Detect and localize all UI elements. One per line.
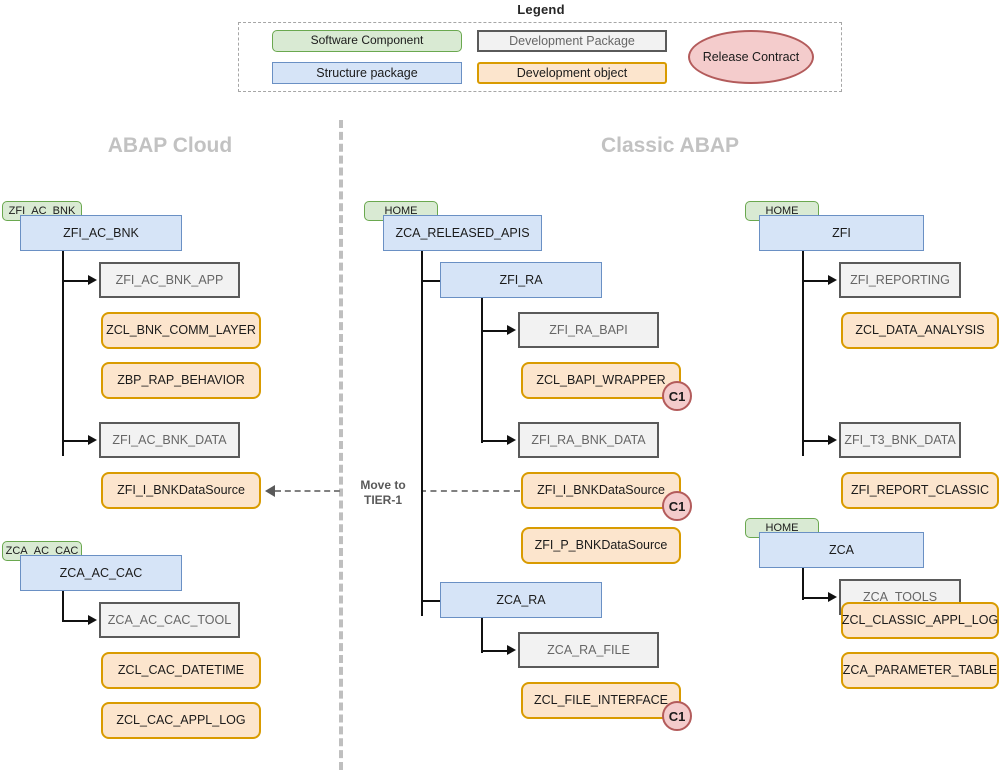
node-object-zfi-i-bnkdatasource-cloud[interactable]: ZFI_I_BNKDataSource: [101, 472, 261, 509]
connector-branch-zca-tools: [802, 597, 830, 599]
connector-branch-zca-ra: [421, 600, 449, 602]
connector-branch-zca-ra-file: [481, 650, 509, 652]
node-package-zfi-ac-bnk-data[interactable]: ZFI_AC_BNK_DATA: [99, 422, 240, 458]
connector-stem-zca: [802, 568, 804, 600]
legend-item-development-object: Development object: [477, 62, 667, 84]
arrow-head-zca-ra-file: [507, 645, 516, 655]
connector-stem-zca-released-apis: [421, 251, 423, 616]
legend-item-structure-package: Structure package: [272, 62, 462, 84]
move-link-right-segment: [420, 490, 520, 492]
arrow-head-zca-tools: [828, 592, 837, 602]
node-object-zcl-data-analysis[interactable]: ZCL_DATA_ANALYSIS: [841, 312, 999, 349]
column-heading-abap-cloud: ABAP Cloud: [107, 134, 233, 157]
node-package-zfi-t3-bnk-data[interactable]: ZFI_T3_BNK_DATA: [839, 422, 961, 458]
connector-branch-zfi-ac-bnk-data: [62, 440, 90, 442]
connector-stem-zca-ra: [481, 618, 483, 653]
legend-item-software-component: Software Component: [272, 30, 462, 52]
connector-branch-zca-ac-cac-tool: [62, 620, 90, 622]
node-structure-zfi-ac-bnk[interactable]: ZFI_AC_BNK: [20, 215, 182, 251]
move-link-label: Move to TIER-1: [345, 477, 421, 509]
connector-stem-zfi: [802, 251, 804, 456]
node-structure-zca-ac-cac[interactable]: ZCA_AC_CAC: [20, 555, 182, 591]
node-object-zcl-classic-appl-log[interactable]: ZCL_CLASSIC_APPL_LOG: [841, 602, 999, 639]
node-package-zfi-reporting[interactable]: ZFI_REPORTING: [839, 262, 961, 298]
node-package-zca-ra-file[interactable]: ZCA_RA_FILE: [518, 632, 659, 668]
node-object-zcl-bnk-comm-layer[interactable]: ZCL_BNK_COMM_LAYER: [101, 312, 261, 349]
node-object-zcl-cac-datetime[interactable]: ZCL_CAC_DATETIME: [101, 652, 261, 689]
arrow-head-zca-ac-cac-tool: [88, 615, 97, 625]
node-structure-zca-released-apis[interactable]: ZCA_RELEASED_APIS: [383, 215, 542, 251]
node-package-zfi-ra-bapi[interactable]: ZFI_RA_BAPI: [518, 312, 659, 348]
connector-branch-zfi-ra-bnk-data: [481, 440, 509, 442]
arrow-head-zfi-ra-bapi: [507, 325, 516, 335]
node-structure-zfi[interactable]: ZFI: [759, 215, 924, 251]
connector-stem-zfi-ra: [481, 298, 483, 443]
legend-item-development-package: Development Package: [477, 30, 667, 52]
legend-title: Legend: [517, 2, 565, 17]
node-object-zfi-i-bnkdatasource-classic[interactable]: ZFI_I_BNKDataSource: [521, 472, 681, 509]
arrow-head-zfi-ac-bnk-data: [88, 435, 97, 445]
connector-stem-zca-ac-cac: [62, 591, 64, 620]
connector-branch-zfi-ra: [421, 280, 449, 282]
node-object-zcl-cac-appl-log[interactable]: ZCL_CAC_APPL_LOG: [101, 702, 261, 739]
arrow-head-zfi-ra-bnk-data: [507, 435, 516, 445]
node-package-zfi-ra-bnk-data[interactable]: ZFI_RA_BNK_DATA: [518, 422, 659, 458]
contract-badge-zcl-file-interface[interactable]: C1: [662, 701, 692, 731]
node-structure-zca[interactable]: ZCA: [759, 532, 924, 568]
connector-branch-zfi-t3-bnk-data: [802, 440, 830, 442]
connector-branch-zfi-ac-bnk-app: [62, 280, 90, 282]
node-object-zbp-rap-behavior[interactable]: ZBP_RAP_BEHAVIOR: [101, 362, 261, 399]
connector-branch-zfi-reporting: [802, 280, 830, 282]
node-object-zfi-p-bnkdatasource[interactable]: ZFI_P_BNKDataSource: [521, 527, 681, 564]
connector-stem-zfi-ac-bnk: [62, 251, 64, 456]
node-object-zca-parameter-table[interactable]: ZCA_PARAMETER_TABLE: [841, 652, 999, 689]
contract-badge-zcl-bapi-wrapper[interactable]: C1: [662, 381, 692, 411]
move-link-arrow-head: [265, 485, 275, 497]
move-link-left-segment: [275, 490, 340, 492]
arrow-head-zfi-t3-bnk-data: [828, 435, 837, 445]
connector-branch-zfi-ra-bapi: [481, 330, 509, 332]
node-object-zfi-report-classic[interactable]: ZFI_REPORT_CLASSIC: [841, 472, 999, 509]
legend-item-release-contract: Release Contract: [688, 30, 814, 84]
column-divider: [339, 120, 343, 770]
arrow-head-zfi-ac-bnk-app: [88, 275, 97, 285]
arrow-head-zfi-reporting: [828, 275, 837, 285]
column-heading-classic-abap: Classic ABAP: [600, 134, 740, 157]
node-object-zcl-file-interface[interactable]: ZCL_FILE_INTERFACE: [521, 682, 681, 719]
legend-frame: [238, 22, 842, 92]
node-structure-zfi-ra[interactable]: ZFI_RA: [440, 262, 602, 298]
node-package-zfi-ac-bnk-app[interactable]: ZFI_AC_BNK_APP: [99, 262, 240, 298]
contract-badge-zfi-i-bnkdatasource[interactable]: C1: [662, 491, 692, 521]
node-object-zcl-bapi-wrapper[interactable]: ZCL_BAPI_WRAPPER: [521, 362, 681, 399]
node-package-zca-ac-cac-tool[interactable]: ZCA_AC_CAC_TOOL: [99, 602, 240, 638]
node-structure-zca-ra[interactable]: ZCA_RA: [440, 582, 602, 618]
